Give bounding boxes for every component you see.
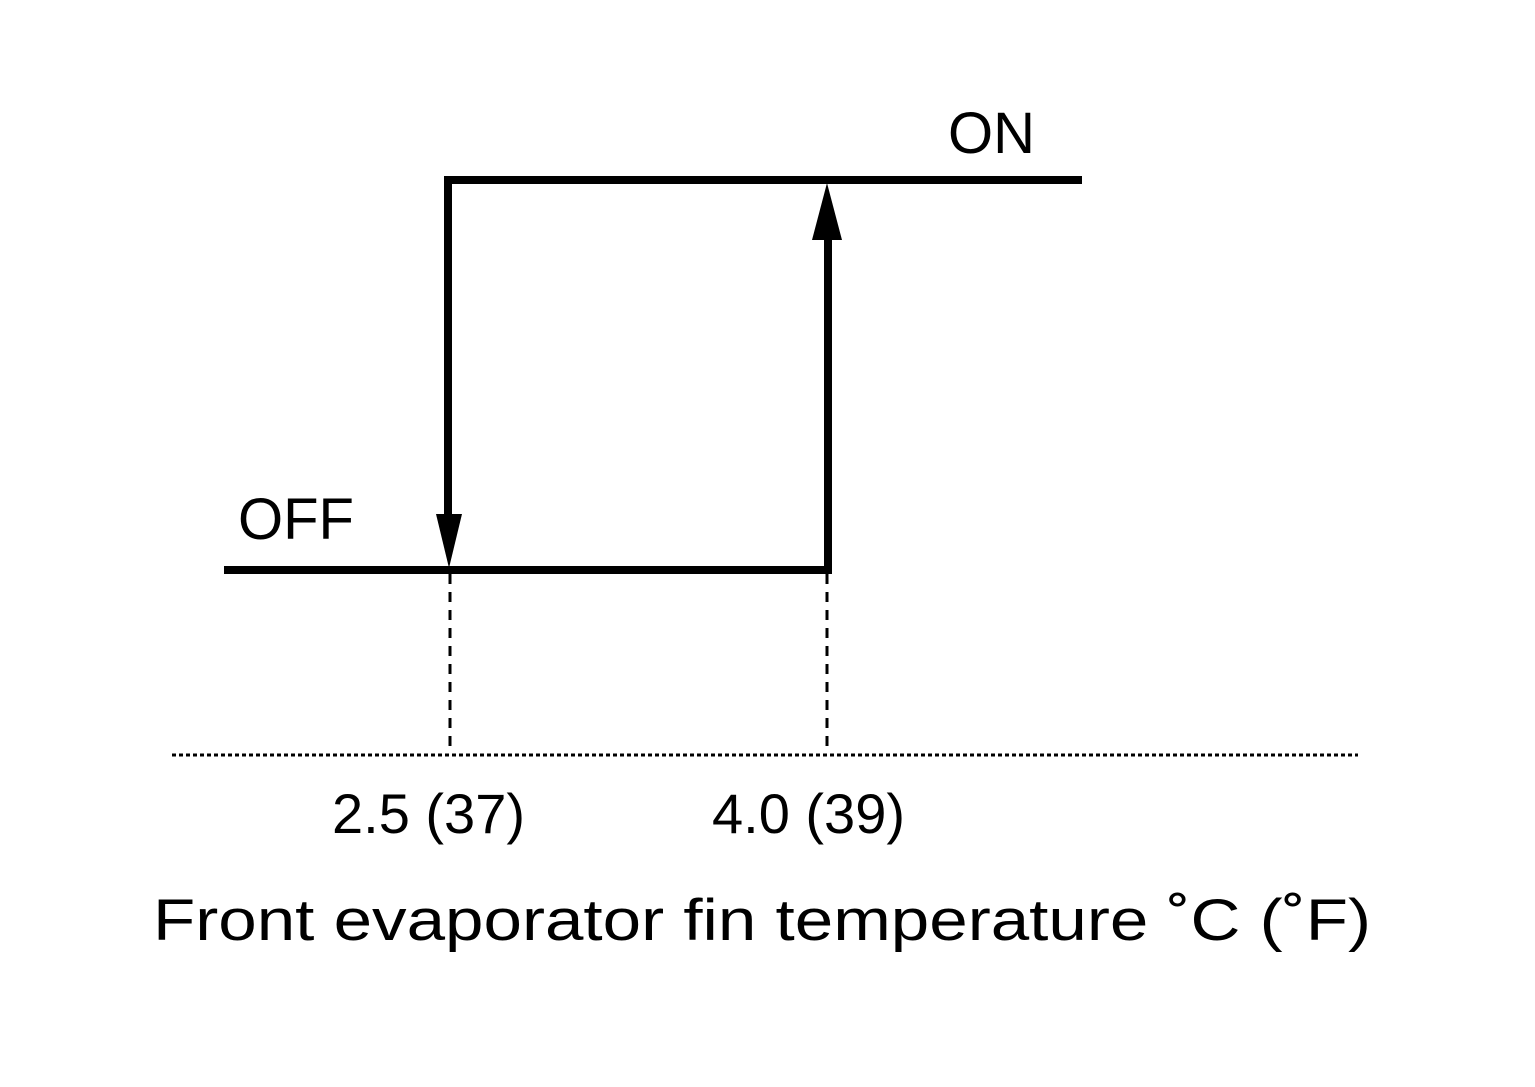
off-state-label: OFF xyxy=(238,487,354,552)
off-threshold-label: 2.5 (37) xyxy=(332,782,525,845)
axis-label: Front evaporator fin temperature ˚C (˚F) xyxy=(153,888,1371,953)
on-state-label: ON xyxy=(948,101,1035,166)
up-arrow-icon xyxy=(812,183,842,240)
down-arrow-icon xyxy=(436,514,462,568)
on-threshold-label: 4.0 (39) xyxy=(712,782,905,845)
